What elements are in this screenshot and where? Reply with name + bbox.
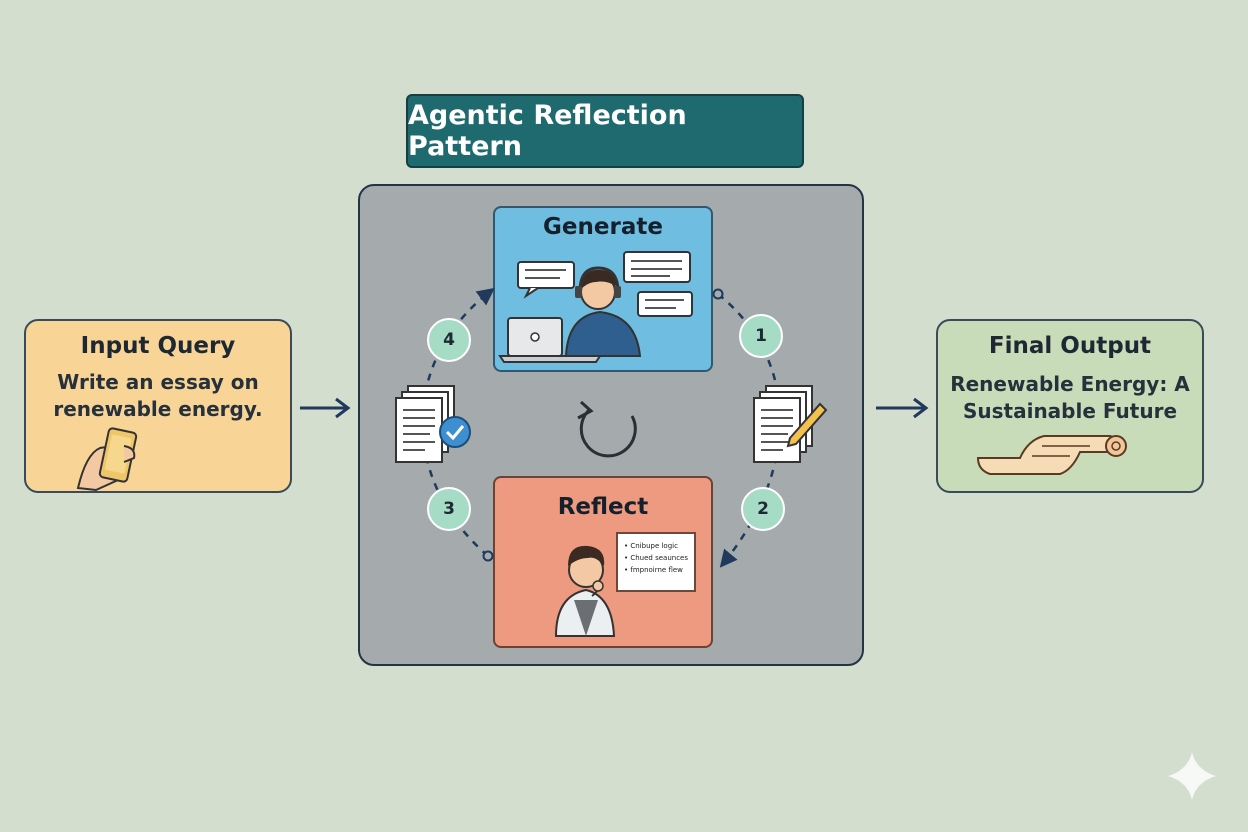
step-4-badge: 4 — [427, 318, 471, 362]
input-query-heading: Input Query — [80, 333, 236, 359]
phone-in-hand-icon — [76, 427, 138, 492]
generate-heading: Generate — [543, 214, 663, 240]
scroll-icon — [976, 435, 1127, 475]
reflect-heading: Reflect — [557, 494, 649, 520]
chat-bubbles-icon — [517, 251, 693, 317]
final-output-line-1: Renewable Energy: A — [950, 372, 1190, 396]
refresh-icon — [577, 400, 637, 458]
loop-start-dot — [712, 288, 724, 300]
final-output-line-2: Sustainable Future — [962, 399, 1178, 423]
sparkle-icon — [1168, 752, 1216, 800]
critique-whiteboard: • Cnibupe logic • Chued seaunces • fmpno… — [616, 532, 696, 592]
thinking-person-icon — [554, 545, 616, 637]
input-query-card: Input Query Write an essay on renewable … — [24, 319, 292, 493]
input-query-line-2: renewable energy. — [53, 397, 263, 421]
critique-note: • Cnibupe logic — [624, 542, 678, 550]
critique-note: • Chued seaunces — [624, 554, 689, 562]
output-arrow — [876, 397, 929, 419]
final-output-heading: Final Output — [988, 333, 1152, 359]
step-3-badge: 3 — [427, 487, 471, 531]
input-arrow — [300, 397, 351, 419]
critique-note: • fmpnoirne flew — [624, 566, 683, 574]
step-2-badge: 2 — [741, 487, 785, 531]
input-query-line-1: Write an essay on — [57, 370, 259, 394]
approved-document-icon — [395, 385, 471, 463]
loop-start-dot — [482, 550, 494, 562]
draft-document-icon — [753, 385, 828, 463]
laptop-icon — [498, 317, 602, 363]
step-1-badge: 1 — [739, 314, 783, 358]
writer-person-icon — [564, 266, 642, 357]
diagram-title: Agentic Reflection Pattern — [406, 94, 804, 168]
